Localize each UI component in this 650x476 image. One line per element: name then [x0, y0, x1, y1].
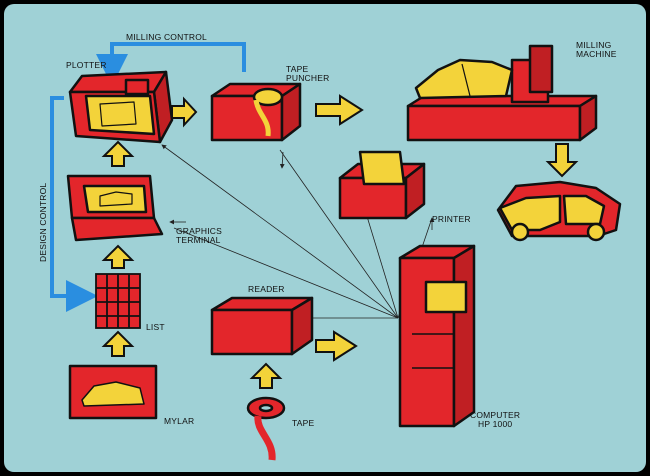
milling-machine-label-1: MILLING — [576, 40, 611, 50]
computer-label-2: HP 1000 — [478, 419, 512, 429]
arrow-list-to-terminal — [101, 244, 135, 269]
mylar — [68, 364, 158, 420]
list-label: LIST — [146, 322, 165, 332]
arrow-reader-to-computer — [315, 330, 358, 362]
arrow-terminal-to-plotter — [101, 140, 135, 167]
reader-label: READER — [248, 284, 285, 294]
tape-puncher-label-1: TAPE — [286, 64, 309, 74]
plotter — [68, 70, 174, 144]
list — [95, 273, 141, 329]
tape-puncher-label-2: PUNCHER — [286, 73, 329, 83]
computer-label-1: COMPUTER — [470, 410, 520, 420]
milling-machine-label-2: MACHINE — [576, 49, 617, 59]
mylar-label: MYLAR — [164, 416, 194, 426]
arrow-plotter-to-puncher — [171, 96, 198, 128]
graphics-terminal — [66, 174, 164, 242]
design-control-label: DESIGN CONTROL — [38, 183, 48, 262]
design-control-line — [50, 96, 98, 312]
milling-control-line — [96, 42, 246, 86]
computer-data-lines — [161, 144, 433, 319]
plotter-label: PLOTTER — [66, 60, 107, 70]
arrow-mylar-to-list — [101, 330, 135, 357]
milling-machine — [406, 44, 598, 142]
arrow-milling-to-car — [545, 143, 579, 178]
tape-reel — [246, 396, 286, 461]
car-model — [496, 180, 622, 242]
printer — [338, 150, 426, 220]
arrow-tape-to-reader — [249, 362, 283, 389]
computer — [398, 244, 476, 428]
graphics-terminal-label-2: TERMINAL — [176, 235, 221, 245]
arrow-puncher-to-milling — [315, 94, 364, 126]
reader — [210, 296, 314, 356]
tape-puncher — [210, 82, 302, 142]
tape-label: TAPE — [292, 418, 315, 428]
milling-control-label: MILLING CONTROL — [126, 32, 207, 42]
graphics-terminal-label-1: GRAPHICS — [176, 226, 222, 236]
printer-label: PRINTER — [432, 214, 471, 224]
